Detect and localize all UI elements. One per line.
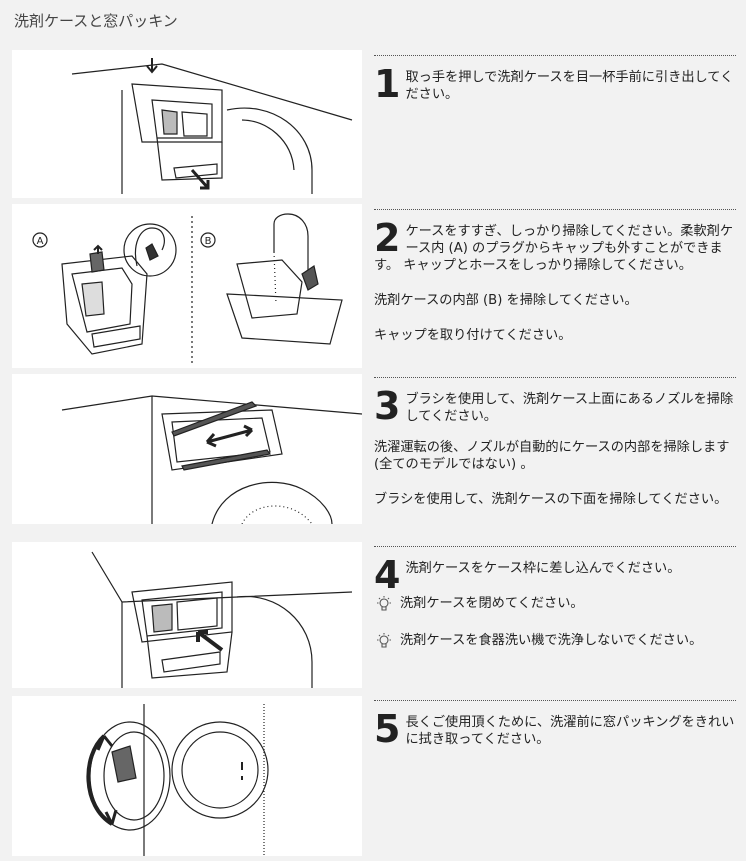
step-text: 取っ手を押しで洗剤ケースを目一杯手前に引き出してください。 [405, 70, 734, 102]
step-text: 洗剤ケースをケース枠に差し込んでください。 [405, 561, 681, 576]
tip-item: 洗剤ケースを食器洗い機で洗浄しないでください。 [374, 632, 736, 650]
step-number: 2 [374, 216, 401, 260]
step-5: 5 長くご使用頂くために、洗濯前に窓パッキングをきれいに拭き取ってください。 [374, 700, 736, 748]
step-text: キャップを取り付けてください。 [374, 328, 572, 343]
step-1: 1 取っ手を押しで洗剤ケースを目一杯手前に引き出してください。 [374, 55, 736, 103]
step-number: 3 [374, 384, 401, 428]
illustration-insert-drawer [12, 542, 362, 688]
step-text: ケースをすすぎ、しっかり掃除してください。柔軟剤ケース内 (A) のプラグからキ… [374, 224, 734, 273]
step-number: 1 [374, 62, 401, 106]
label-b: B [205, 236, 212, 247]
step-text: 洗濯運転の後、ノズルが自動的にケースの内部を掃除します (全てのモデルではない)… [374, 440, 730, 472]
step-number: 4 [374, 553, 401, 597]
step-text: 長くご使用頂くために、洗濯前に窓パッキングをきれいに拭き取ってください。 [405, 715, 735, 747]
illustration-rinse-drawer: A B [12, 204, 362, 368]
page-title: 洗剤ケースと窓パッキン [14, 12, 178, 30]
step-number: 5 [374, 707, 401, 751]
illustration-wipe-seal [12, 696, 362, 856]
step-text: ブラシを使用して、洗剤ケース上面にあるノズルを掃除してください。 [405, 392, 734, 424]
lightbulb-icon [377, 633, 391, 648]
step-text: 洗剤ケースの内部 (B) を掃除してください。 [374, 293, 638, 308]
tip-text: 洗剤ケースを閉めてください。 [400, 596, 584, 611]
illustration-pull-drawer [12, 50, 362, 198]
step-2: 2 ケースをすすぎ、しっかり掃除してください。柔軟剤ケース内 (A) のプラグか… [374, 209, 736, 344]
step-4: 4 洗剤ケースをケース枠に差し込んでください。 洗剤ケースを閉めてください。 洗… [374, 546, 736, 650]
step-text: ブラシを使用して、洗剤ケースの下面を掃除してください。 [374, 492, 728, 507]
lightbulb-icon [377, 596, 391, 611]
illustration-brush-nozzle [12, 374, 362, 524]
tip-text: 洗剤ケースを食器洗い機で洗浄しないでください。 [400, 633, 703, 648]
step-3: 3 ブラシを使用して、洗剤ケース上面にあるノズルを掃除してください。 洗濯運転の… [374, 377, 736, 508]
label-a: A [37, 236, 44, 247]
tip-item: 洗剤ケースを閉めてください。 [374, 595, 736, 613]
